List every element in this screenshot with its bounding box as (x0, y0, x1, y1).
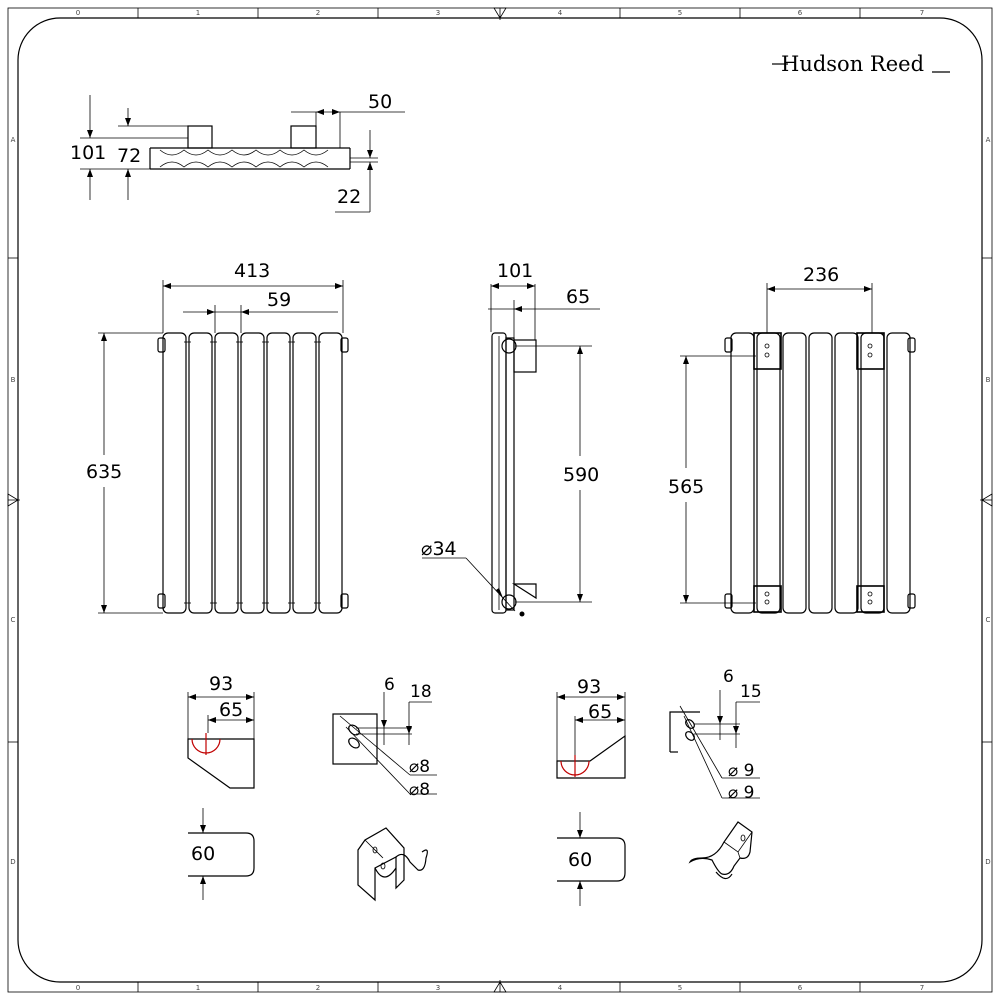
bracket-outer-label: 93 (209, 673, 233, 695)
col-label: 2 (316, 984, 320, 992)
col-label: 3 (436, 9, 440, 17)
hole-b-label: ⌀ 9 (728, 783, 754, 803)
height-label: 635 (86, 461, 122, 483)
drawing-frame (7, 7, 993, 993)
col-label: 7 (920, 9, 924, 17)
col-label: 3 (436, 984, 440, 992)
col-label: 4 (558, 9, 563, 17)
hole-b-label: ⌀8 (409, 780, 430, 800)
bracket-spacing-label: 236 (803, 264, 839, 286)
valve-width-label: 50 (368, 91, 392, 113)
col-label: 6 (798, 984, 803, 992)
col-label: 1 (196, 9, 200, 17)
row-label: B (986, 376, 991, 384)
bracket-height-label: 565 (668, 476, 704, 498)
brand-logo: Hudson Reed (772, 52, 950, 76)
col-label: 6 (798, 9, 803, 17)
col-label: 5 (678, 9, 682, 17)
row-label: A (986, 136, 991, 144)
bracket-detail-right: 93 65 6 15 ⌀ 9 ⌀ 9 60 (556, 667, 762, 906)
row-label: D (985, 858, 990, 866)
width-label: 413 (234, 260, 270, 282)
bracket-detail-left: 93 65 6 18 ⌀8 ⌀8 60 (187, 673, 437, 902)
row-label: D (10, 858, 15, 866)
depth-total-label: 101 (70, 142, 106, 164)
hole-a-label: ⌀ 9 (728, 761, 754, 781)
bracket-inner-label: 65 (588, 701, 612, 723)
col-label: 0 (76, 9, 80, 17)
col-label: 7 (920, 984, 924, 992)
bracket-inner-label: 65 (219, 699, 243, 721)
row-label: C (986, 616, 991, 624)
bracket-outer-label: 93 (577, 676, 601, 698)
back-view: 236 565 (668, 264, 916, 614)
slot-width-label: 6 (384, 675, 395, 695)
col-label: 1 (196, 984, 200, 992)
pipe-diameter-label: ⌀34 (421, 538, 457, 560)
bracket-height-label: 60 (568, 849, 592, 871)
tube-offset-label: 22 (337, 186, 361, 208)
depth-body-label: 72 (117, 145, 141, 167)
slot-offset-label: 15 (740, 682, 762, 702)
tube-spacing-label: 59 (267, 289, 291, 311)
row-label: C (11, 616, 16, 624)
side-view: 101 65 590 ⌀34 (421, 260, 600, 617)
column-reference-labels: 0 1 2 3 4 5 6 7 0 1 2 3 4 5 6 7 (76, 9, 924, 992)
front-view: 413 59 635 (86, 260, 349, 614)
row-reference-labels: A B C D A B C D (10, 136, 990, 866)
row-label: A (11, 136, 16, 144)
col-label: 5 (678, 984, 682, 992)
col-label: 0 (76, 984, 80, 992)
pipe-centres-label: 590 (563, 464, 599, 486)
top-view: 101 72 50 22 (70, 91, 405, 213)
slot-width-label: 6 (723, 667, 734, 687)
wall-offset-label: 65 (566, 286, 590, 308)
hole-a-label: ⌀8 (409, 757, 430, 777)
depth-label: 101 (497, 260, 533, 282)
row-label: B (11, 376, 16, 384)
bracket-height-label: 60 (191, 843, 215, 865)
brand-name: Hudson Reed (781, 52, 924, 76)
col-label: 4 (558, 984, 563, 992)
slot-offset-label: 18 (410, 682, 432, 702)
col-label: 2 (316, 9, 320, 17)
